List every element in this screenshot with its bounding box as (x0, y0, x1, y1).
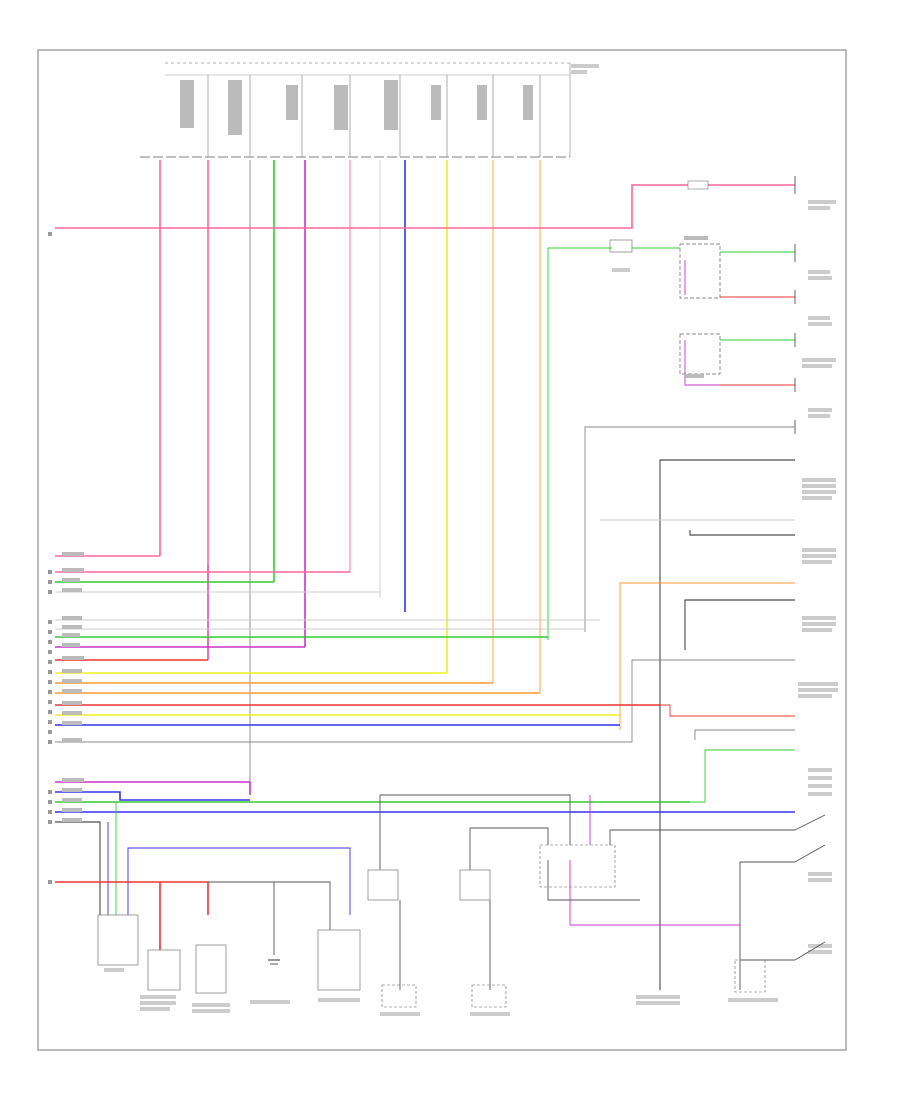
left-pin-numbers (48, 232, 52, 884)
switch-assembly-mid-right (679, 333, 721, 378)
bottom-connector-left (97, 914, 139, 972)
switch-assembly-top-right (679, 236, 721, 299)
right-side-wires (547, 247, 795, 640)
mid-right-wires (584, 426, 795, 990)
bottom-wiring (55, 794, 795, 990)
main-pink-wire (55, 180, 795, 229)
top-module-connector (140, 62, 599, 158)
left-relay-module (317, 929, 361, 1002)
vertical-wires (159, 160, 541, 795)
rear-height-sensor (539, 844, 680, 1005)
level-sensor (192, 944, 230, 1013)
rear-ground-switch (728, 814, 826, 1002)
compressor-relay (250, 959, 290, 1004)
left-label-blocks (62, 552, 84, 822)
right-label-blocks (798, 200, 838, 954)
diagram-frame (37, 49, 847, 1051)
left-bus-wires (55, 555, 660, 743)
fuse-a (609, 239, 633, 272)
left-bus-wires-2 (55, 781, 795, 915)
front-height-sensor (140, 949, 181, 1011)
right-relay-module (367, 869, 510, 1016)
